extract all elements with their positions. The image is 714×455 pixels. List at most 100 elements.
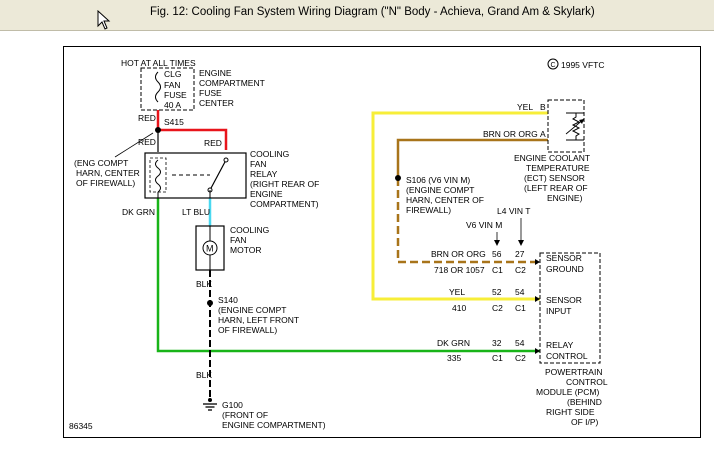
s140-label-4: OF FIREWALL) [218, 325, 277, 335]
s415-note-1: (ENG COMPT [74, 158, 128, 168]
relay-switch-icon [209, 159, 227, 191]
relay-label-6: COMPARTMENT) [250, 199, 319, 209]
fuse-icon [155, 71, 161, 103]
relay-label-1: COOLING [250, 149, 289, 159]
pcm-row-3-pin2: 54 [515, 338, 525, 348]
pcm-label-2: CONTROL [566, 377, 608, 387]
splice-s415-label: S415 [164, 117, 184, 127]
brn-org-wire-ect-to-s106 [396, 138, 566, 178]
l4-arrow-icon [518, 240, 524, 246]
fuse-label-3: FUSE [164, 90, 187, 100]
motor-label-3: MOTOR [230, 245, 261, 255]
pcm-row-2-circuit: 410 [452, 303, 466, 313]
v6-arrow-icon [494, 240, 500, 246]
red-wire-label-right: RED [204, 138, 222, 148]
pcm-row-2-label-2: INPUT [546, 306, 572, 316]
cooling-fan-motor-box: M [195, 225, 225, 271]
thermistor-icon [571, 113, 581, 140]
ect-label-1: ENGINE COOLANT [514, 153, 590, 163]
pcm-pin-arrow-2 [535, 296, 540, 302]
fuse-center-box [140, 67, 195, 111]
relay-label-2: FAN [250, 159, 267, 169]
red-wire-splice-to-relay-switch [158, 128, 228, 150]
pcm-row-1-pin2: 27 [515, 249, 525, 259]
ect-label-4: (LEFT REAR OF [524, 183, 588, 193]
dk-grn-wire-relay-to-pcm [156, 198, 540, 353]
window-title: Fig. 12: Cooling Fan System Wiring Diagr… [150, 6, 595, 18]
pcm-label-3: MODULE (PCM) [536, 387, 599, 397]
brn-org-dashed-wire-s106-to-pcm [396, 178, 540, 264]
ect-label-5: ENGINE) [547, 193, 583, 203]
motor-symbol: M [206, 244, 214, 254]
pcm-row-3-label-2: CONTROL [546, 351, 588, 361]
fuse-label-2: FAN [164, 80, 181, 90]
ect-label-2: TEMPERATURE [526, 163, 590, 173]
s415-note-2: HARN, CENTER [76, 168, 140, 178]
pcm-row-3-conn2: C2 [515, 353, 526, 363]
yel-wire-label-top: YEL [517, 102, 533, 112]
motor-label-2: FAN [230, 235, 247, 245]
mouse-cursor-icon [97, 10, 111, 30]
diagram-frame [63, 46, 701, 438]
pcm-row-2-pin1: 52 [492, 287, 502, 297]
fuse-center-label-4: CENTER [199, 98, 234, 108]
l4-vin-t-label: L4 VIN T [497, 206, 530, 216]
s140-label-1: S140 [218, 295, 238, 305]
motor-label-1: COOLING [230, 225, 269, 235]
pcm-row-2-label-1: SENSOR [546, 295, 582, 305]
splice-s106-dot [395, 175, 401, 181]
ect-sensor-box [547, 99, 585, 153]
pcm-pin-arrow-3 [535, 348, 540, 354]
pcm-row-relay-control: DK GRN 335 32 C1 54 C2 RELAY CONTROL [437, 338, 588, 363]
pcm-row-3-pin1: 32 [492, 338, 502, 348]
pcm-row-2-conn2: C1 [515, 303, 526, 313]
s140-label-3: HARN, LEFT FRONT [218, 315, 299, 325]
pcm-row-2-conn1: C2 [492, 303, 503, 313]
pcm-label-5: RIGHT SIDE [546, 407, 595, 417]
hot-at-all-times-label: HOT AT ALL TIMES [121, 58, 196, 68]
pcm-row-1-label-2: GROUND [546, 264, 584, 274]
red-wire-label-upper: RED [138, 113, 156, 123]
pcm-pin-arrow-1 [535, 259, 540, 265]
relay-label-5: ENGINE [250, 189, 283, 199]
g100-label-2: (FRONT OF [222, 410, 268, 420]
pcm-box [539, 252, 601, 364]
pcm-label-4: (BEHIND [567, 397, 602, 407]
figure-id: 86345 [69, 421, 93, 431]
copyright-icon: C [547, 58, 559, 70]
pcm-row-1-pin1: 56 [492, 249, 502, 259]
pcm-row-sensor-input: YEL 410 52 C2 54 C1 SENSOR INPUT [449, 287, 582, 316]
pcm-row-3-wire: DK GRN [437, 338, 470, 348]
pcm-row-1-conn2: C2 [515, 265, 526, 275]
splice-s415-dot [155, 127, 161, 133]
pcm-row-2-pin2: 54 [515, 287, 525, 297]
pcm-row-1-label-1: SENSOR [546, 253, 582, 263]
ect-pin-a-label: A [540, 129, 546, 139]
ect-pin-b-label: B [540, 102, 546, 112]
pcm-label-6: OF I/P) [571, 417, 599, 427]
s415-note-3: OF FIREWALL) [76, 178, 135, 188]
s106-label-2: (ENGINE COMPT [406, 185, 474, 195]
g100-label-1: G100 [222, 400, 243, 410]
pcm-row-3-conn1: C1 [492, 353, 503, 363]
fuse-label-1: CLG [164, 69, 181, 79]
splice-s140-dot [207, 300, 213, 306]
blk-wire-label-upper: BLK [196, 279, 212, 289]
pcm-label-1: POWERTRAIN [545, 367, 602, 377]
pcm-row-1-circuit: 718 OR 1057 [434, 265, 485, 275]
brn-org-wire-label-top: BRN OR ORG [483, 129, 538, 139]
s415-leader-line [114, 132, 154, 158]
red-wire-label-left: RED [138, 137, 156, 147]
relay-coil-icon [155, 159, 161, 193]
window-titlebar: Fig. 12: Cooling Fan System Wiring Diagr… [0, 0, 714, 31]
fuse-center-label-1: ENGINE [199, 68, 232, 78]
s106-label-3: HARN, CENTER OF [406, 195, 484, 205]
ground-g100-icon [203, 398, 217, 411]
g100-label-3: ENGINE COMPARTMENT) [222, 420, 326, 430]
copyright-text: 1995 VFTC [561, 60, 604, 70]
relay-label-4: (RIGHT REAR OF [250, 179, 319, 189]
s140-label-2: (ENGINE COMPT [218, 305, 286, 315]
fuse-center-label-2: COMPARTMENT [199, 78, 265, 88]
yel-wire-ect-to-pcm [371, 111, 566, 301]
